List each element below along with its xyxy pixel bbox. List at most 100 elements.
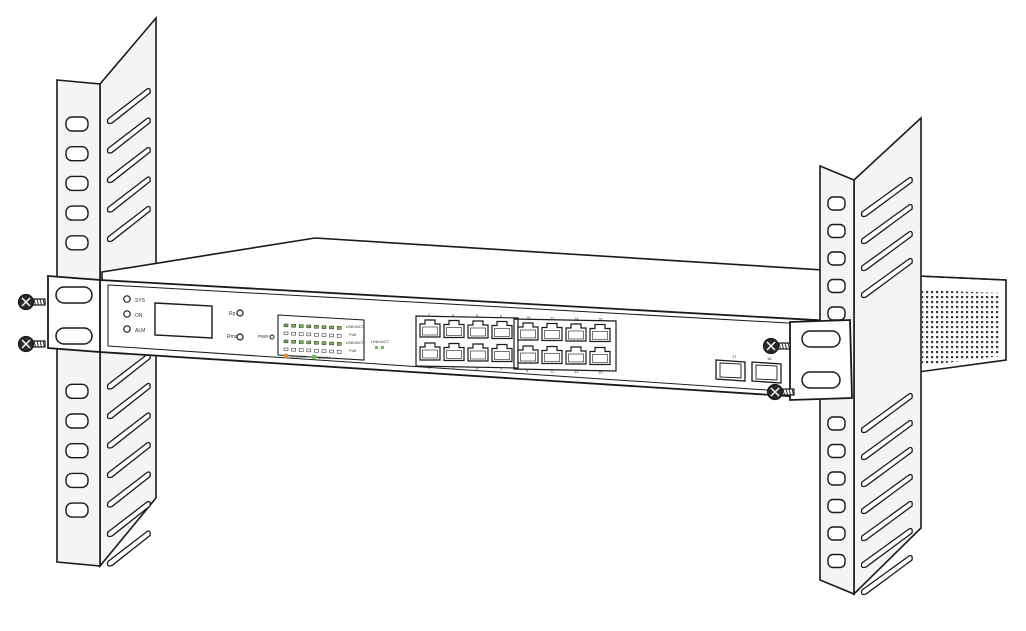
led-row-label: LINK/ACT <box>346 324 365 329</box>
rj45-port-inner <box>446 327 462 336</box>
rj45-port-inner <box>494 351 510 360</box>
rj45-port <box>517 322 539 341</box>
port-number: 14 <box>574 316 579 321</box>
port-number: 12 <box>550 316 555 321</box>
rail-slot <box>106 176 151 213</box>
sfp-port-number: 18 <box>767 356 772 361</box>
rail-slot <box>106 146 151 184</box>
port-led <box>314 333 319 337</box>
port-led <box>321 341 327 345</box>
rail-slot <box>106 382 151 420</box>
pwr-label: PWR <box>258 334 269 339</box>
port-led <box>298 332 304 336</box>
port-led <box>321 325 327 329</box>
rail-slot <box>860 230 913 272</box>
port-led <box>283 323 289 328</box>
port-number: 3 <box>452 366 455 371</box>
rj45-port-inner <box>568 330 584 340</box>
side-led <box>236 309 244 317</box>
rail-slot <box>860 203 913 245</box>
rj45-port <box>443 319 465 339</box>
rj45-port <box>467 320 489 339</box>
rj45-port <box>565 346 587 365</box>
rail-hole <box>827 416 846 431</box>
port-block-frame <box>415 315 519 369</box>
rail-hole <box>827 471 846 486</box>
rail-slot <box>860 257 913 299</box>
pwr-led <box>269 334 275 340</box>
front-panel: SYS ON ALM Rp Rms PWR LINK/ACT PoE LINK/… <box>123 295 782 384</box>
legend-swatch-orange <box>283 353 289 359</box>
rail-hole <box>65 413 89 429</box>
rail-hole <box>827 278 846 294</box>
rail-slot <box>106 87 151 125</box>
rj45-port <box>491 320 513 340</box>
port-led <box>306 332 312 337</box>
port-led <box>336 326 342 330</box>
screw-icon <box>762 337 791 355</box>
led-row-label: PoE <box>349 332 357 337</box>
rail-hole <box>827 196 846 211</box>
link-act-led <box>381 346 384 349</box>
rail-hole <box>827 251 846 266</box>
status-led <box>123 310 131 318</box>
rj45-port-inner <box>446 350 462 359</box>
legend-label: 10/100M <box>290 354 306 359</box>
port-number: 2 <box>428 312 431 317</box>
port-led <box>321 349 327 353</box>
sfp-port-inner <box>719 362 742 379</box>
port-number: 1 <box>428 365 431 370</box>
rj45-port <box>589 323 611 343</box>
port-led <box>329 349 334 354</box>
port-led <box>329 333 334 338</box>
rail-hole <box>65 443 89 459</box>
rail-slot <box>860 500 913 542</box>
rj45-port-inner <box>470 350 486 360</box>
screw-icon <box>17 335 46 353</box>
right-mounting-bracket <box>789 319 853 401</box>
rail-slot <box>106 117 151 154</box>
port-led <box>314 349 319 353</box>
port-led <box>314 325 319 329</box>
port-led <box>283 347 289 352</box>
rj45-port <box>491 343 513 363</box>
port-led <box>283 331 289 336</box>
link-act-label: LINK/ACT <box>371 339 390 344</box>
rail-hole <box>65 383 89 399</box>
port-block-frame <box>513 318 617 372</box>
port-led <box>329 325 334 330</box>
port-led <box>298 348 304 352</box>
port-led <box>306 324 312 329</box>
rail-hole <box>65 175 89 192</box>
port-led <box>298 324 304 328</box>
link-act-led <box>375 346 378 349</box>
port-number: 5 <box>476 366 479 371</box>
rail-hole <box>827 223 846 239</box>
rail-hole <box>65 235 89 251</box>
rail-slot <box>106 500 151 538</box>
led-row-label: PoE <box>349 348 357 353</box>
sfp-port-group: 17 18 <box>715 354 782 384</box>
screw-group <box>17 293 795 401</box>
rj45-port <box>443 342 465 362</box>
rail-slot <box>106 205 151 243</box>
rj45-port <box>419 319 441 338</box>
rj45-port-inner <box>568 353 584 363</box>
rail-slot <box>860 176 913 218</box>
rail-slot <box>106 412 151 449</box>
rail-slot <box>860 554 913 596</box>
port-number: 6 <box>476 313 479 318</box>
port-led <box>321 333 327 337</box>
rail-hole <box>65 116 89 132</box>
port-led <box>291 340 296 344</box>
rj45-port-inner <box>422 326 438 336</box>
status-led-label: ALM <box>135 328 145 334</box>
port-led <box>298 340 304 344</box>
port-number: 9 <box>526 368 529 373</box>
port-number: 11 <box>550 369 555 374</box>
rj45-port <box>419 342 441 361</box>
port-number: 8 <box>500 314 503 319</box>
rail-hole <box>65 502 89 518</box>
